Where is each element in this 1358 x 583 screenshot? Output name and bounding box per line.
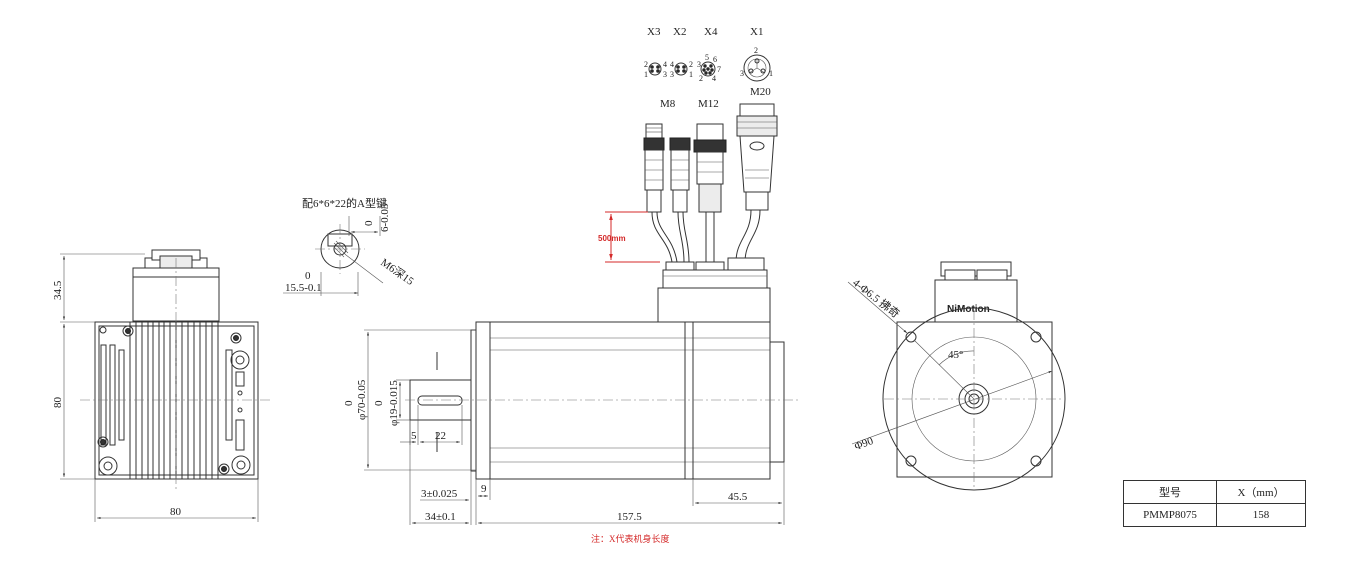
x1-pin-icon	[743, 54, 771, 82]
brand-logo: NiMotion	[947, 304, 990, 315]
key-tol-value: 6-0.03	[379, 203, 391, 232]
body-height-dim: 80	[52, 397, 64, 409]
m20-label: M20	[750, 86, 771, 98]
x4-pin: 2	[699, 74, 703, 83]
table-header-x: X（mm）	[1216, 480, 1306, 504]
x1-pin: 3	[740, 69, 744, 78]
m20-connector	[736, 103, 778, 211]
thread-label: M6深15	[378, 256, 416, 288]
x4-pin: 6	[713, 55, 717, 64]
m8-label: M8	[660, 98, 676, 110]
x3-pin: 4	[663, 60, 667, 69]
cable-height-dim: 34.5	[52, 280, 64, 300]
side-view: 0 φ70-0.05 0 φ19-0.015 5 22 3±0.025 9 45…	[343, 257, 800, 544]
connector-offset-dim: 45.5	[728, 491, 748, 503]
x4-pin-icon	[700, 61, 716, 77]
x1-pin: 1	[769, 69, 773, 78]
table-row: PMMP8075 158	[1123, 503, 1306, 527]
flange-dia-dim: φ70-0.05	[356, 379, 368, 420]
x2-pin: 1	[689, 70, 693, 79]
body-width-dim: 80	[170, 506, 182, 518]
shaft-length-dim: 34±0.1	[425, 511, 456, 523]
table-cell-model: PMMP8075	[1123, 503, 1217, 527]
rear-fins	[100, 321, 245, 480]
x3-pin: 1	[644, 70, 648, 79]
m8-connector-1	[643, 123, 665, 213]
angle-dim: 45°	[948, 349, 963, 361]
x2-pin: 3	[670, 70, 674, 79]
x4-pin: 4	[712, 74, 716, 83]
cable-length-dimension: 500mm	[598, 211, 660, 263]
x1-pin: 2	[754, 46, 758, 55]
body-length-dim: 157.5	[617, 511, 642, 523]
spec-table: 型号 X（mm） PMMP8075 158	[1123, 480, 1306, 527]
flange-thickness-dim: 3±0.025	[421, 488, 458, 500]
x1-label: X1	[750, 26, 763, 38]
table-cell-x: 158	[1216, 503, 1306, 527]
x2-pin-icon	[674, 62, 688, 76]
shaft-dia-dim: φ19-0.015	[388, 380, 400, 426]
key-offset-dim: 5	[411, 430, 417, 442]
x3-pin-icon	[648, 62, 662, 76]
x3-pin: 2	[644, 60, 648, 69]
x3-pin: 3	[663, 70, 667, 79]
x4-label: X4	[704, 26, 718, 38]
depth-upper: 0	[305, 270, 311, 282]
key-tol-upper: 0	[363, 220, 375, 226]
rear-view: 34.5 80 80	[52, 249, 272, 522]
cable-length-label: 500mm	[598, 234, 626, 243]
flange-upper: 0	[343, 400, 355, 406]
table-header-model: 型号	[1123, 480, 1217, 504]
shaft-upper: 0	[373, 400, 385, 406]
key-section-view: 配6*6*22的A型键 0 6-0.03 M6深15 0 15.5-0.1	[283, 196, 417, 296]
x2-pin: 4	[670, 60, 674, 69]
x2-label: X2	[673, 26, 686, 38]
x3-label: X3	[647, 26, 661, 38]
body-length-note: 注：X代表机身长度	[591, 533, 670, 544]
depth-value: 15.5-0.1	[285, 282, 322, 294]
m8-connector-2	[669, 137, 691, 213]
key-label: 配6*6*22的A型键	[302, 196, 387, 210]
x4-pin: 7	[717, 65, 721, 74]
flange-width-dim: 9	[481, 483, 487, 495]
m12-connector	[693, 123, 727, 213]
connector-pinouts: X3 X2 X4 X1 2 4 1 3 4 2 3 1	[644, 26, 773, 110]
key-length-dim: 22	[435, 430, 446, 442]
x4-pin: 3	[697, 60, 701, 69]
x2-pin: 2	[689, 60, 693, 69]
front-view: NiMotion 45° 4-Φ6.5 拂奇 Φ90	[847, 261, 1066, 491]
m12-label: M12	[698, 98, 719, 110]
table-row: 型号 X（mm）	[1123, 480, 1306, 504]
mounting-holes-dim: 4-Φ6.5 拂奇	[850, 275, 903, 320]
x4-pin: 5	[705, 53, 709, 62]
pcd-dim: Φ90	[853, 435, 875, 453]
cable-connectors	[643, 103, 778, 263]
